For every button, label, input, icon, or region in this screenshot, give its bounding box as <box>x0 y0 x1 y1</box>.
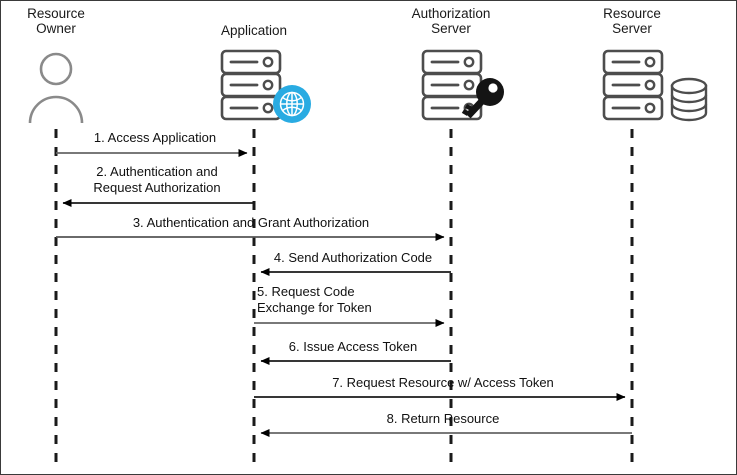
server-rack-icon-resource-server <box>602 49 664 121</box>
message-label-2: 2. Authentication and Request Authorizat… <box>93 164 221 195</box>
message-label-6: 6. Issue Access Token <box>288 339 418 354</box>
server-rack-icon-authorization-server <box>421 49 483 121</box>
actor-label-application: Application <box>220 23 288 38</box>
message-label-7: 7. Request Resource w/ Access Token <box>332 375 554 390</box>
database-icon <box>670 77 708 122</box>
lifelines <box>54 129 634 463</box>
person-icon <box>28 52 84 124</box>
message-label-1: 1. Access Application <box>93 130 217 145</box>
message-label-3: 3. Authentication and Grant Authorizatio… <box>132 215 370 230</box>
actor-label-authorization-server: Authorization Server <box>411 6 491 36</box>
message-label-4: 4. Send Authorization Code <box>273 250 433 265</box>
message-label-5: 5. Request Code Exchange for Token <box>257 284 372 315</box>
globe-icon <box>273 85 311 123</box>
key-icon <box>461 78 504 119</box>
server-rack-icon-application <box>220 49 282 121</box>
actor-label-resource-server: Resource Server <box>603 6 661 36</box>
actor-label-resource-owner: Resource Owner <box>27 6 85 36</box>
message-label-8: 8. Return Resource <box>386 411 500 426</box>
